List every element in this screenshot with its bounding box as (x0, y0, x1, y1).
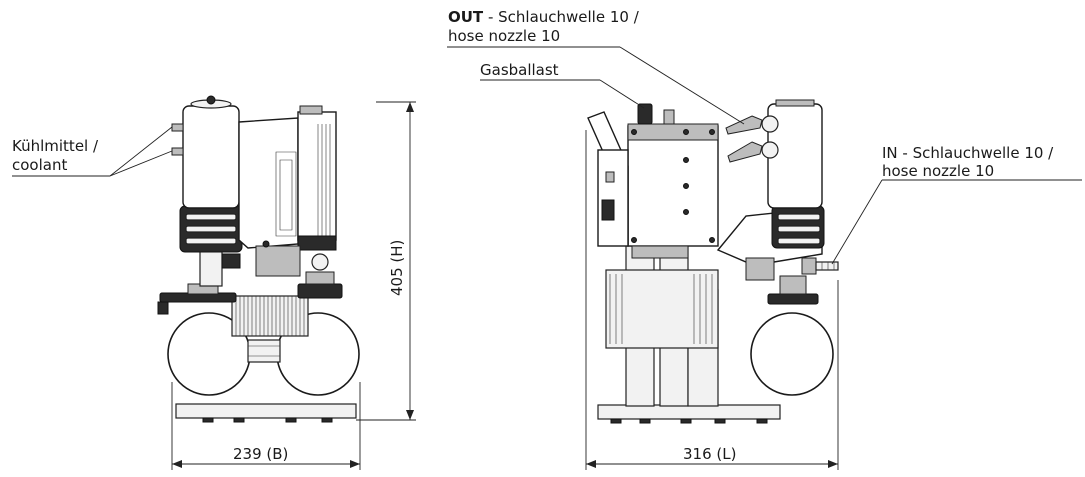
side-out-nozzle-2 (727, 141, 763, 163)
front-view (157, 95, 360, 423)
side-clamp (767, 293, 819, 305)
coolant-label-line2: coolant (12, 156, 67, 174)
out-label-line1: OUT - Schlauchwelle 10 / (448, 8, 640, 26)
height-dimension-label: 405 (H) (388, 240, 406, 296)
length-dimension-label: 316 (L) (683, 445, 736, 463)
front-valve-knob (311, 253, 329, 271)
front-foot (321, 417, 333, 423)
front-motor (231, 295, 309, 337)
side-top-fitting (663, 109, 675, 125)
front-switch-block (297, 235, 337, 251)
front-pump-housing (238, 117, 299, 249)
side-gasballast-knob (637, 103, 653, 125)
side-pump-top (627, 123, 719, 141)
front-valve (305, 271, 335, 285)
in-label-line2: hose nozzle 10 (882, 162, 994, 180)
front-coolant-nozzle (171, 123, 184, 132)
side-view (587, 99, 839, 424)
front-flask-bridge (247, 339, 281, 363)
side-motor (605, 269, 719, 349)
out-label-line2: hose nozzle 10 (448, 27, 560, 45)
front-top-cap (299, 105, 323, 115)
front-foot (285, 417, 297, 423)
front-base-plate (175, 403, 357, 419)
side-in-nozzle (815, 261, 839, 271)
front-condenser (182, 105, 240, 209)
front-coolant-nozzle (171, 147, 184, 156)
side-in-coupling (801, 257, 817, 275)
out-label-rest: - Schlauchwelle 10 / (483, 8, 640, 26)
coolant-label-line1: Kühlmittel / (12, 137, 99, 155)
side-lower-valve (745, 257, 775, 281)
front-condenser-tube (199, 249, 223, 287)
side-out-nozzle (725, 115, 763, 135)
dimension-lines (171, 101, 839, 470)
gasballast-label: Gasballast (480, 61, 559, 79)
side-clamp-neck (779, 275, 807, 295)
side-flask (750, 312, 834, 396)
side-base-plate (597, 404, 781, 420)
out-label-bold: OUT (448, 8, 484, 26)
front-foot (233, 417, 245, 423)
front-foot (202, 417, 214, 423)
front-clamp-handle (157, 301, 169, 315)
front-clamp-right (297, 283, 343, 299)
side-panel (597, 149, 629, 247)
front-lower-housing (255, 245, 301, 277)
side-switch (601, 199, 615, 221)
side-pump-head (627, 125, 719, 247)
width-dimension-label: 239 (B) (233, 445, 288, 463)
front-connector (221, 253, 241, 269)
in-label-line1: IN - Schlauchwelle 10 / (882, 144, 1054, 162)
leader-lines (12, 46, 1082, 265)
